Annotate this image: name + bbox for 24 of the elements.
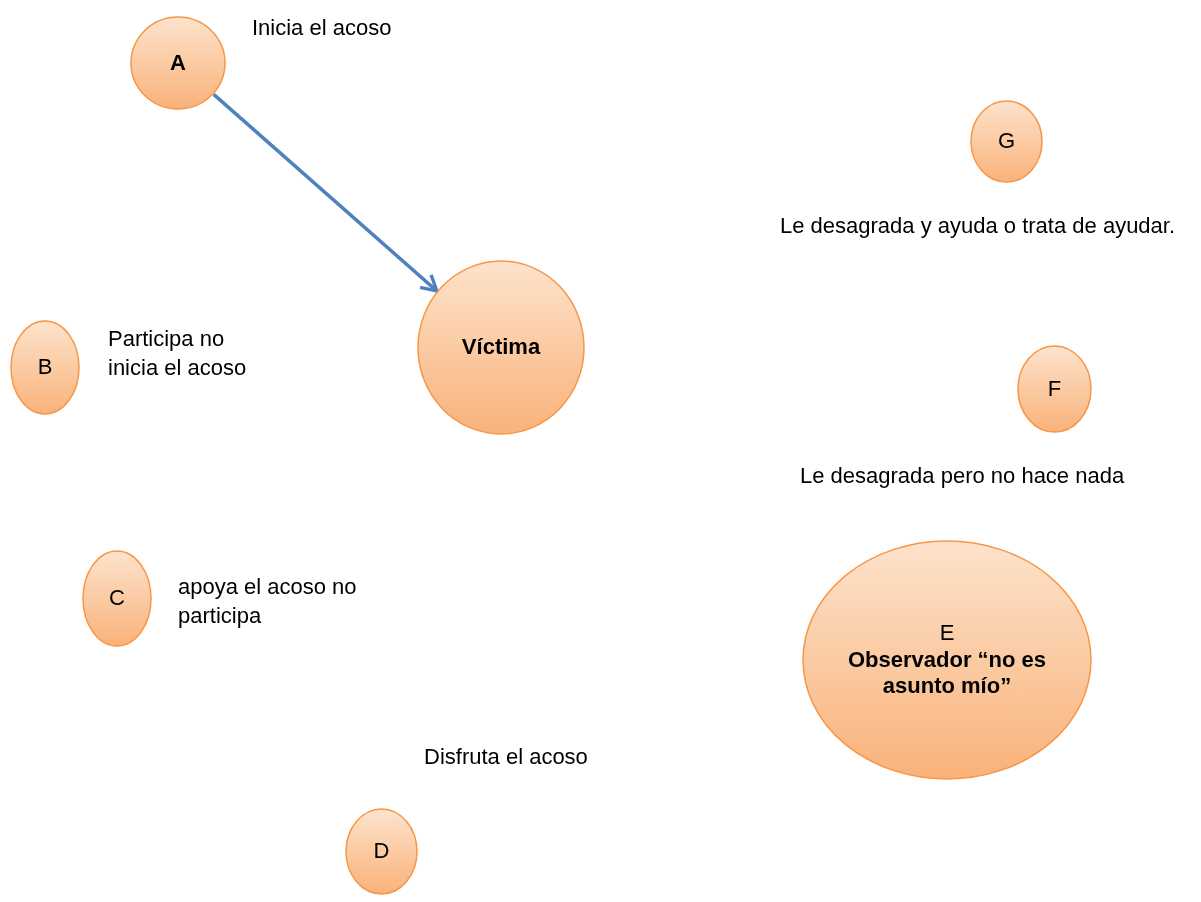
node-label: G — [997, 128, 1016, 155]
ellipse-node — [417, 260, 585, 435]
node-label: Víctima — [461, 334, 541, 361]
ellipse-node — [82, 550, 152, 647]
annotation-text: Disfruta el acoso — [424, 743, 589, 771]
ellipse-node — [130, 16, 226, 110]
node-label: E — [939, 620, 955, 647]
annotation-text: Le desagrada y ayuda o trata de ayudar. — [780, 212, 1177, 240]
node-label: Observador “no es asunto mío” — [846, 646, 1048, 700]
annotation-text: Inicia el acoso — [252, 14, 393, 42]
ellipse-node — [1017, 345, 1092, 433]
annotation-text: Participa no inicia el acoso — [108, 325, 248, 382]
ellipse-node — [802, 540, 1092, 780]
node-label: F — [1047, 375, 1062, 403]
annotation-text: Le desagrada pero no hace nada — [800, 462, 1126, 490]
arrow — [212, 93, 439, 293]
node-label: D — [373, 838, 390, 865]
annotation-text: apoya el acoso no participa — [178, 573, 358, 630]
node-label: C — [109, 585, 125, 612]
ellipse-node — [10, 320, 80, 415]
node-label: A — [170, 49, 186, 77]
ellipse-node — [970, 100, 1043, 183]
ellipse-node — [345, 808, 418, 895]
node-label: B — [37, 354, 53, 381]
